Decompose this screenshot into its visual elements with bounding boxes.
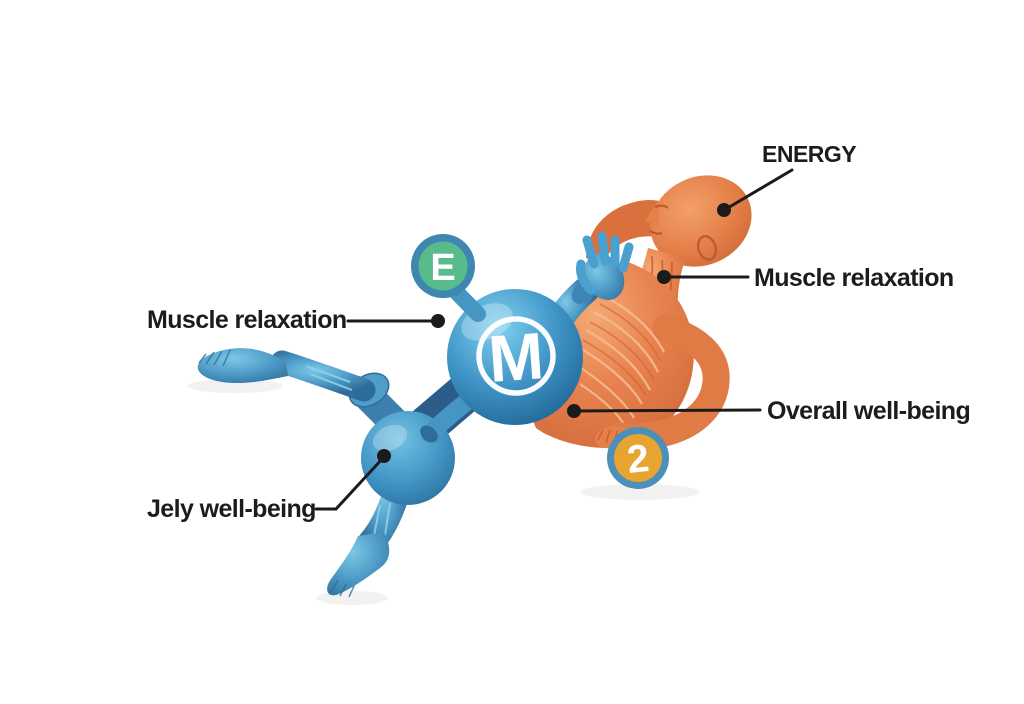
down-foot xyxy=(327,532,390,596)
mouth xyxy=(649,230,663,235)
m-ring xyxy=(476,316,556,396)
m-letter: M xyxy=(486,318,546,396)
m-sphere xyxy=(447,289,583,425)
left-foot xyxy=(197,348,288,383)
leader-lines xyxy=(314,168,794,511)
badge-2: 2 xyxy=(607,427,669,489)
badge-e: E xyxy=(411,234,475,298)
leader-dot-muscle-right xyxy=(657,270,671,284)
left-foot-toes xyxy=(198,349,231,367)
leader-dot-energy xyxy=(717,203,731,217)
leader-line-jely xyxy=(314,456,385,511)
tube-hip-collar xyxy=(420,425,438,443)
raised-hand-fingers xyxy=(576,231,634,295)
label-jely-well-being: Jely well-being xyxy=(147,495,316,523)
lower-leg xyxy=(270,350,376,402)
label-muscle-relaxation-right: Muscle relaxation xyxy=(754,264,954,292)
leader-line-overall xyxy=(572,408,762,413)
shin-highlights xyxy=(305,365,353,391)
two-digit: 2 xyxy=(625,437,651,482)
label-muscle-relaxation-left: Muscle relaxation xyxy=(147,306,347,334)
brow xyxy=(654,204,669,209)
rib-shadow-lines xyxy=(582,303,661,397)
leader-line-energy xyxy=(724,168,794,211)
e-letter: E xyxy=(430,247,455,289)
leader-dot-muscle-left xyxy=(431,314,445,328)
leader-dot-overall xyxy=(567,404,581,418)
leader-dot-jely xyxy=(377,449,391,463)
label-overall-well-being: Overall well-being xyxy=(767,397,970,425)
ear xyxy=(696,235,718,261)
labels: ENERGY Muscle relaxation Muscle relaxati… xyxy=(147,141,971,523)
down-foot-toes xyxy=(330,579,355,598)
label-energy: ENERGY xyxy=(762,141,856,167)
hip-sphere-highlight xyxy=(372,424,408,452)
head xyxy=(645,175,752,267)
